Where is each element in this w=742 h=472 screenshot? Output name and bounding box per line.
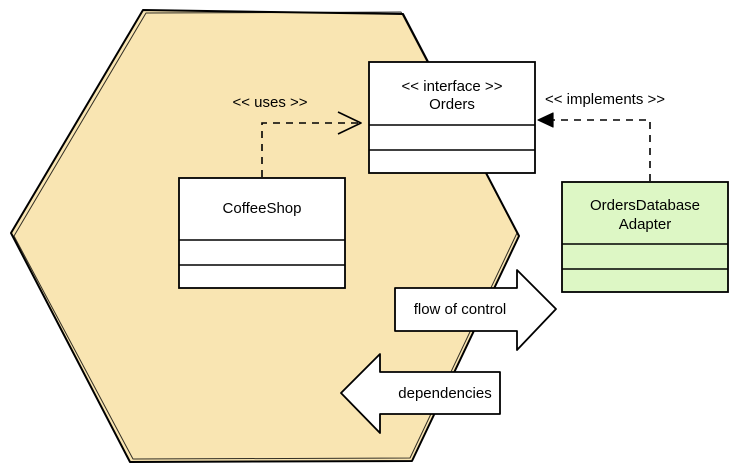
dependencies-arrow: dependencies (340, 353, 501, 434)
flow-of-control-arrow-shape (394, 269, 557, 351)
implements-label: << implements >> (545, 91, 665, 108)
coffee-shop-name: CoffeeShop (223, 200, 302, 217)
coffee-shop-box (178, 177, 346, 289)
coffee-shop-class[interactable]: CoffeeShop (178, 177, 346, 289)
flow-of-control-label: flow of control (414, 301, 507, 318)
implements-filled-arrowhead (537, 112, 554, 128)
uses-relation: << uses >> (232, 94, 362, 177)
uses-dashed-line (261, 122, 360, 177)
adapter-box (561, 181, 729, 293)
application-hexagon-sketch-line (13, 11, 518, 460)
adapter-name-line1: OrdersDatabase (590, 197, 700, 214)
orders-interface-class[interactable]: << interface >> Orders (368, 61, 536, 174)
implements-dashed-line (553, 119, 651, 181)
flow-of-control-arrow: flow of control (394, 269, 557, 351)
dependencies-arrow-shape (340, 353, 501, 434)
orders-interface-name: Orders (429, 96, 475, 113)
orders-interface-box (368, 61, 536, 174)
implements-relation: << implements >> (537, 91, 665, 181)
orders-interface-stereotype: << interface >> (402, 78, 503, 95)
dependencies-label: dependencies (398, 385, 491, 402)
uses-label: << uses >> (232, 94, 307, 111)
adapter-name-line2: Adapter (619, 216, 672, 233)
uses-open-arrowhead (337, 111, 362, 135)
orders-database-adapter-class[interactable]: OrdersDatabase Adapter (561, 181, 729, 293)
